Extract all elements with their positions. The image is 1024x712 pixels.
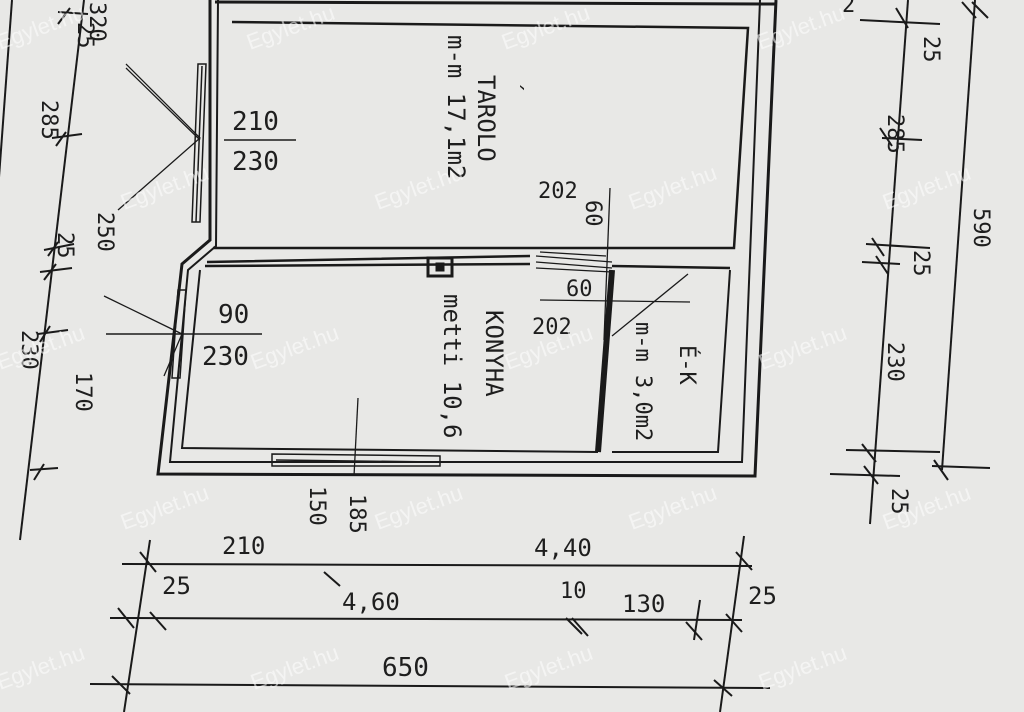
- tarolo-area: m-m 17,1m2: [442, 35, 470, 180]
- dim-bottom-130: 130: [622, 590, 665, 618]
- doors: [353, 187, 691, 477]
- dims-left-lines: [0, 0, 89, 541]
- outer-wall: [156, 0, 778, 478]
- kitchen-inner-wall: [180, 269, 599, 453]
- window-bottom: [271, 453, 441, 467]
- ek-name: É-K: [674, 345, 700, 385]
- dims-bottom-lines: [89, 535, 771, 712]
- dim-bottom-210: 210: [222, 532, 265, 560]
- dim-left-25b: 25: [52, 232, 77, 259]
- dim-bottom-185: 185: [344, 494, 369, 534]
- door-konyha-height: 202: [532, 315, 572, 340]
- dim-bottom-650: 650: [382, 653, 429, 683]
- dim-bottom-460: 4,60: [342, 588, 400, 616]
- window-konyha-width: 90: [218, 300, 249, 330]
- door-konyha-width: 60: [566, 277, 593, 302]
- tarolo-name: TAROLO: [472, 75, 500, 162]
- partition-wall: [204, 254, 731, 270]
- dim-right-285: 285: [882, 114, 907, 154]
- window-konyha: [171, 289, 187, 379]
- window-tarolo-height: 230: [232, 147, 279, 177]
- konyha-area: metti 10,6: [438, 294, 466, 439]
- window-tarolo-width: 210: [232, 107, 279, 137]
- dim-bottom-25a: 25: [162, 572, 191, 600]
- dim-left-230: 230: [16, 330, 41, 370]
- window-tarolo: [191, 63, 207, 223]
- windows: [103, 63, 441, 467]
- dim-left-25a: 25: [72, 22, 97, 49]
- door-tarolo-width: 60: [580, 200, 605, 227]
- dims-right-lines: [829, 0, 991, 525]
- dim-bottom-440: 4,40: [534, 534, 592, 562]
- dim-right-2: 2: [842, 0, 855, 18]
- window-konyha-height: 230: [202, 342, 249, 372]
- dim-right-25c: 25: [886, 488, 911, 515]
- storage-inner-wall: [213, 20, 750, 250]
- wc-inner-wall: [612, 269, 731, 453]
- ek-area: m-m 3,0m2: [630, 322, 655, 441]
- dim-bottom-150: 150: [304, 486, 329, 526]
- dim-left-285: 285: [36, 100, 61, 140]
- door-tarolo-height: 202: [538, 179, 578, 204]
- konyha-name: KONYHA: [480, 310, 508, 397]
- dim-bottom-10: 10: [560, 579, 587, 604]
- dim-right-230: 230: [882, 342, 907, 382]
- dim-right-590: 590: [968, 208, 993, 248]
- chimney: [426, 256, 454, 278]
- tarolo-accent: ´: [500, 80, 525, 93]
- dim-right-25b: 25: [908, 250, 933, 277]
- outer-wall-inner: [168, 0, 761, 463]
- dim-left-170: 170: [70, 372, 95, 412]
- dim-right-25a: 25: [918, 36, 943, 63]
- dim-left-250: 250: [92, 212, 117, 252]
- dim-bottom-25b: 25: [748, 582, 777, 610]
- dim-left-320: 320: [84, 2, 109, 42]
